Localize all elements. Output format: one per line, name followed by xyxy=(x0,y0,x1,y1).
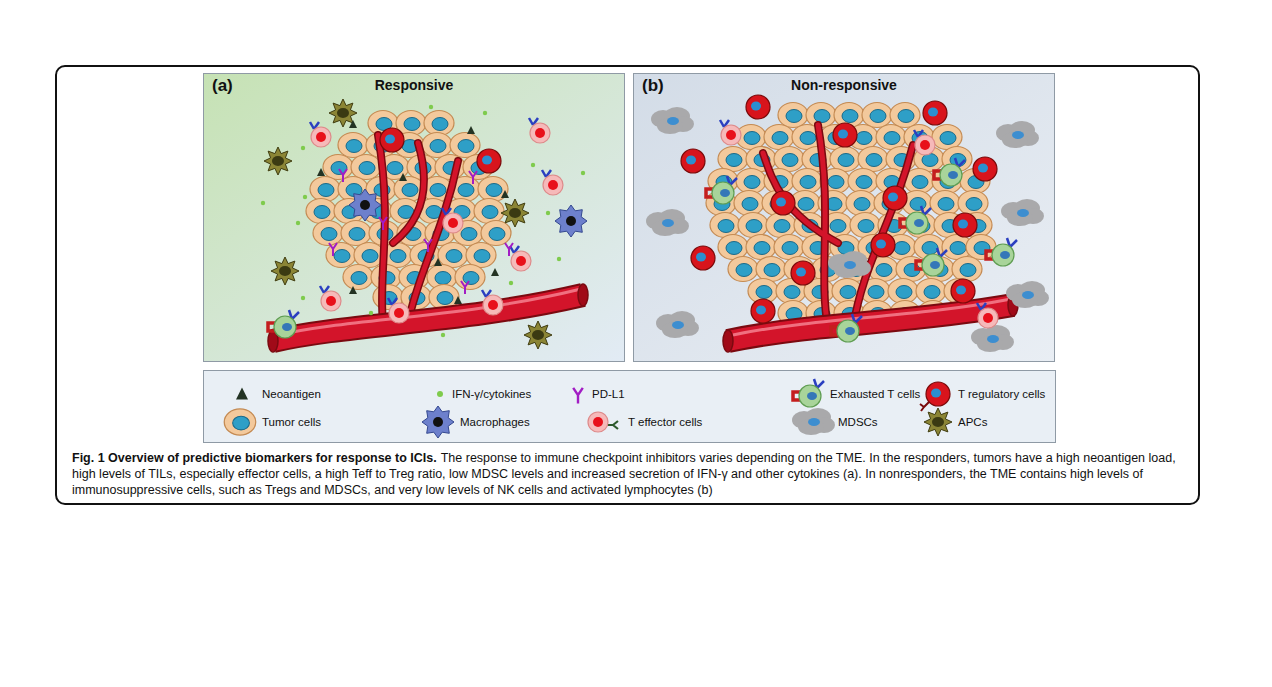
legend-label: Tumor cells xyxy=(262,416,321,428)
legend-entry: T effector cells xyxy=(628,414,702,430)
figure-caption: Fig. 1 Overview of predictive biomarkers… xyxy=(72,450,1182,498)
panel-letter: (b) xyxy=(642,76,682,96)
immune-cells xyxy=(646,95,1049,352)
panel-letter: (a) xyxy=(212,76,252,96)
caption-title: Fig. 1 Overview of predictive biomarkers… xyxy=(72,451,437,465)
legend-entry: Exhausted T cells xyxy=(830,386,920,402)
legend-label: T regulatory cells xyxy=(958,388,1045,400)
responsive-panel-art xyxy=(203,73,625,362)
legend-entry: IFN-γ/cytokines xyxy=(452,386,531,402)
immune-cells xyxy=(264,99,587,349)
legend-label: APCs xyxy=(958,416,987,428)
blood-vessel xyxy=(723,125,1018,352)
legend-box xyxy=(204,371,1056,443)
tumor-cells xyxy=(706,103,996,326)
legend-entry: Neoantigen xyxy=(262,386,321,402)
legend-label: MDSCs xyxy=(838,416,878,428)
legend-entry: T regulatory cells xyxy=(958,386,1045,402)
non-responsive-panel-art xyxy=(633,73,1055,362)
legend-entry: PD-L1 xyxy=(592,386,625,402)
legend-label: Macrophages xyxy=(460,416,530,428)
legend-entry: Macrophages xyxy=(460,414,530,430)
panel-box: (b)Non-responsive xyxy=(633,73,1055,362)
legend-label: Neoantigen xyxy=(262,388,321,400)
panel-title: Non-responsive xyxy=(634,77,1054,93)
panel-box: (a)Responsive xyxy=(203,73,625,362)
legend-entry: Tumor cells xyxy=(262,414,321,430)
legend-label: Exhausted T cells xyxy=(830,388,920,400)
tumor-cells xyxy=(306,111,511,310)
legend-label: T effector cells xyxy=(628,416,702,428)
blood-vessel xyxy=(268,135,588,352)
legend-label: PD-L1 xyxy=(592,388,625,400)
panel-title: Responsive xyxy=(204,77,624,93)
neoantigens-and-pdl1 xyxy=(261,105,585,337)
legend-label: IFN-γ/cytokines xyxy=(452,388,531,400)
legend-entry: MDSCs xyxy=(838,414,878,430)
legend-entry: APCs xyxy=(958,414,987,430)
